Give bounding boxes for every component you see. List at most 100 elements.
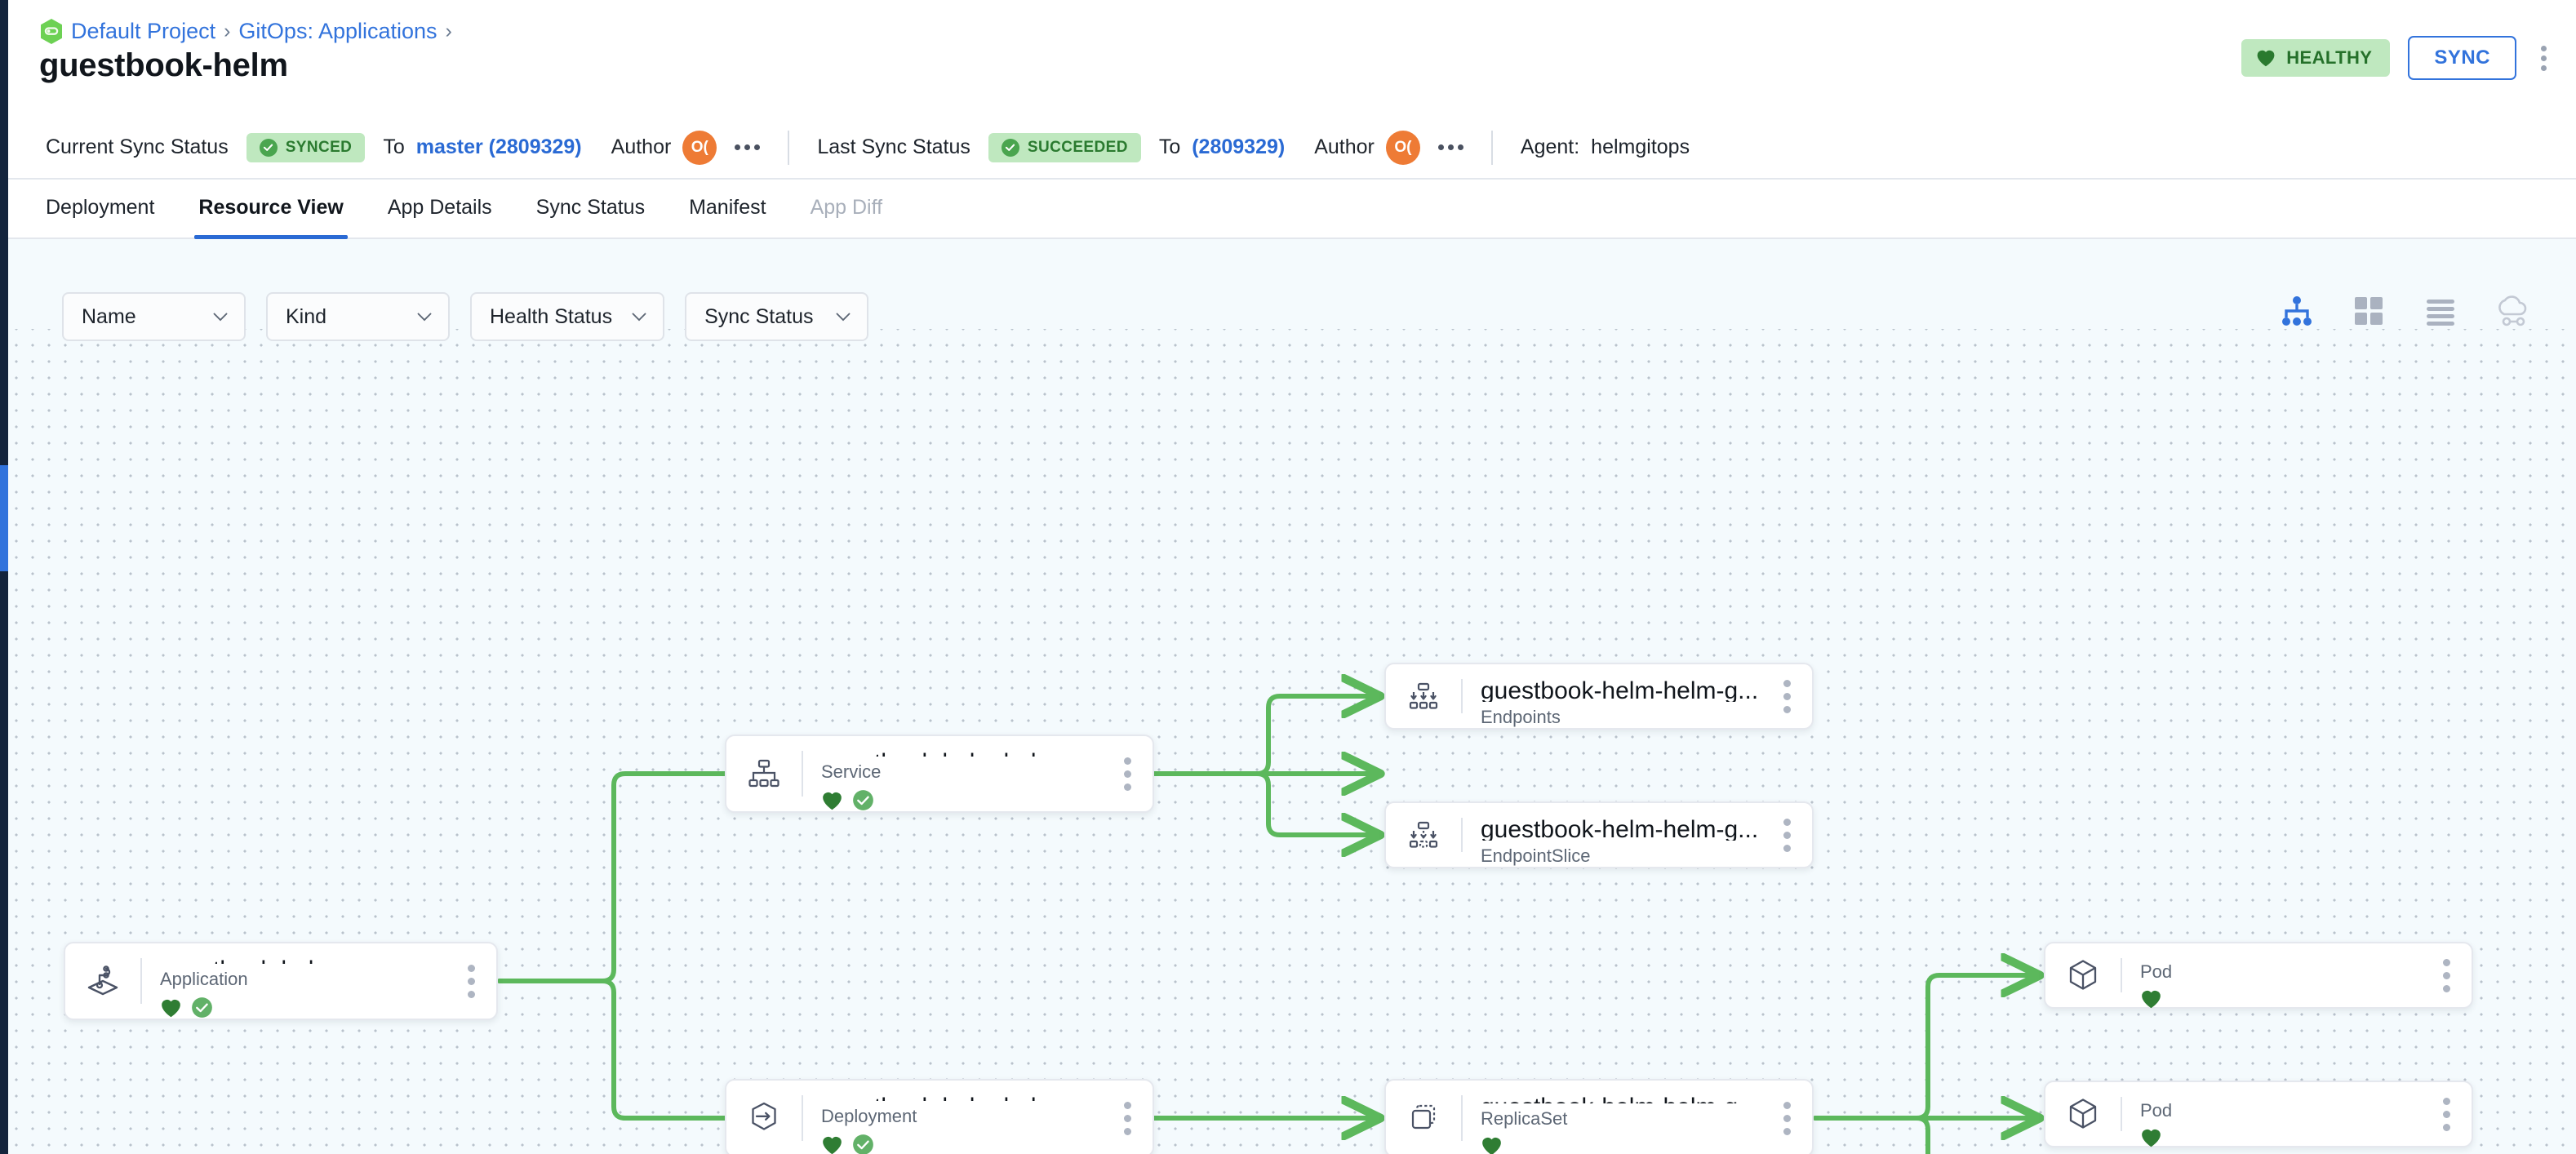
- edge-replicaset-to-pod-1: [1813, 975, 2037, 1121]
- last-sync-overflow-icon[interactable]: [1437, 144, 1463, 150]
- node-kind: Endpoints: [1481, 707, 1561, 727]
- breadcrumb-item-applications[interactable]: GitOps: Applications: [238, 19, 437, 43]
- left-nav-active-indicator: [0, 465, 8, 571]
- tab-app-diff: App Diff: [810, 196, 883, 219]
- health-heart-icon: [1482, 1137, 1501, 1154]
- graph-node-service[interactable]: guestbook-helm-helm-g... Service: [725, 735, 1154, 813]
- current-sync-overflow-icon[interactable]: [735, 144, 761, 150]
- replicaset-icon: [1386, 1081, 1461, 1154]
- list-view-icon[interactable]: [2424, 295, 2457, 327]
- graph-node-pod-1[interactable]: guestbook-helm-helm-g... Pod: [2044, 942, 2473, 1009]
- node-kind: Deployment: [821, 1106, 917, 1126]
- node-kind: ReplicaSet: [1481, 1108, 1568, 1129]
- last-sync-target-link[interactable]: (2809329): [1192, 135, 1286, 158]
- node-kind: EndpointSlice: [1481, 846, 1591, 866]
- node-status-badges: [2140, 989, 2421, 1009]
- node-divider: [1461, 1095, 1463, 1141]
- node-overflow-menu-icon[interactable]: [2421, 943, 2472, 1007]
- pod-icon: [2045, 943, 2121, 1007]
- node-kind: Pod: [2140, 961, 2173, 982]
- current-sync-author-avatar[interactable]: O(: [682, 130, 717, 165]
- tab-sync-status[interactable]: Sync Status: [535, 196, 646, 219]
- node-overflow-menu-icon[interactable]: [1761, 1081, 1812, 1154]
- node-divider: [802, 751, 803, 797]
- node-content: guestbook-helm-helm-g... Pod: [2122, 1082, 2421, 1147]
- graph-node-endpointslice[interactable]: guestbook-helm-helm-g... EndpointSlice: [1384, 801, 1814, 868]
- last-sync-to-label: To: [1158, 135, 1181, 158]
- node-status-badges: [1481, 1136, 1761, 1154]
- synced-check-icon: [853, 790, 873, 810]
- tab-deployment[interactable]: Deployment: [46, 196, 155, 219]
- current-sync-status-value: SYNCED: [285, 138, 353, 156]
- node-overflow-menu-icon[interactable]: [2421, 1082, 2472, 1146]
- node-divider: [1461, 679, 1463, 713]
- resource-graph-canvas[interactable]: Name Kind Health Status Sync Status: [8, 239, 2576, 1154]
- node-content: guestbook-helm-helm-g... Deployment: [803, 1081, 1102, 1154]
- synced-check-icon: [853, 1134, 873, 1154]
- endpoints-icon: [1386, 664, 1461, 728]
- filter-health-status-label: Health Status: [490, 304, 613, 328]
- node-content: guestbook-helm-helm-g... ReplicaSet: [1463, 1081, 1761, 1154]
- view-mode-switcher: [2281, 295, 2529, 327]
- tab-manifest[interactable]: Manifest: [689, 196, 766, 219]
- last-sync-status-label: Last Sync Status: [817, 135, 970, 158]
- breadcrumb: Default Project › GitOps: Applications ›: [39, 18, 453, 45]
- service-icon: [726, 736, 802, 811]
- node-status-badges: [821, 1134, 1102, 1154]
- filter-name[interactable]: Name: [62, 292, 246, 341]
- tab-resource-view[interactable]: Resource View: [176, 196, 365, 239]
- node-overflow-menu-icon[interactable]: [1102, 1081, 1153, 1154]
- health-heart-icon: [2142, 1129, 2161, 1147]
- filter-kind[interactable]: Kind: [266, 292, 450, 341]
- filter-sync-status-label: Sync Status: [704, 304, 814, 328]
- page-header: Default Project › GitOps: Applications ›…: [8, 0, 2576, 117]
- node-status-badges: [160, 996, 446, 1019]
- node-content: guestbook-helm-helm-g... Endpoints: [1463, 664, 1761, 728]
- breadcrumb-separator: ›: [224, 20, 231, 42]
- node-name: guestbook-helm-helm-g...: [1481, 677, 1759, 702]
- node-kind: Application: [160, 969, 248, 989]
- current-sync-target-link[interactable]: master (2809329): [415, 135, 582, 158]
- breadcrumb-item-project[interactable]: Default Project: [71, 19, 216, 43]
- node-status-badges: [2140, 1128, 2421, 1147]
- graph-node-pod-2[interactable]: guestbook-helm-helm-g... Pod: [2044, 1081, 2473, 1147]
- status-divider-2: [1490, 130, 1493, 165]
- graph-edges: [497, 239, 2576, 1154]
- node-divider: [802, 1095, 803, 1141]
- pod-icon: [2045, 1082, 2121, 1146]
- last-sync-author-avatar[interactable]: O(: [1385, 130, 1420, 165]
- breadcrumb-separator-trailing: ›: [445, 20, 452, 42]
- grid-view-icon[interactable]: [2352, 295, 2385, 327]
- heart-icon: [2257, 50, 2275, 67]
- node-overflow-menu-icon[interactable]: [446, 943, 496, 1019]
- last-sync-author-label: Author: [1314, 135, 1375, 158]
- node-overflow-menu-icon[interactable]: [1761, 803, 1812, 867]
- header-actions: HEALTHY SYNC: [2241, 36, 2553, 80]
- node-overflow-menu-icon[interactable]: [1102, 736, 1153, 811]
- graph-node-endpoints[interactable]: guestbook-helm-helm-g... Endpoints: [1384, 663, 1814, 730]
- tree-view-icon[interactable]: [2281, 295, 2313, 327]
- node-overflow-menu-icon[interactable]: [1761, 664, 1812, 728]
- sync-status-bar: Current Sync Status SYNCED To master (28…: [8, 117, 2576, 180]
- left-nav-rail: [0, 0, 8, 1154]
- node-content: guestbook-helm-helm-g... Pod: [2122, 943, 2421, 1009]
- chevron-down-icon: [836, 313, 851, 321]
- network-view-icon[interactable]: [2496, 295, 2529, 327]
- tab-app-details[interactable]: App Details: [387, 196, 492, 219]
- filter-sync-status[interactable]: Sync Status: [685, 292, 869, 341]
- edge-service-to-endpoints: [1153, 696, 1378, 776]
- check-circle-icon: [259, 138, 278, 157]
- graph-node-deployment[interactable]: guestbook-helm-helm-g... Deployment: [725, 1079, 1154, 1154]
- sync-button[interactable]: SYNC: [2408, 36, 2516, 80]
- header-overflow-menu-icon[interactable]: [2534, 41, 2553, 76]
- last-sync-status-badge: SUCCEEDED: [988, 132, 1141, 162]
- graph-node-application[interactable]: guestbook-helm Application: [64, 942, 498, 1020]
- filter-name-label: Name: [82, 304, 136, 328]
- node-kind: Service: [821, 761, 882, 782]
- graph-node-replicaset[interactable]: guestbook-helm-helm-g... ReplicaSet: [1384, 1079, 1814, 1154]
- node-name: guestbook-helm-helm-g...: [821, 1094, 1102, 1101]
- filter-bar: Name Kind Health Status Sync Status: [62, 292, 869, 341]
- health-heart-icon: [823, 1136, 842, 1154]
- filter-health-status[interactable]: Health Status: [470, 292, 665, 341]
- node-divider: [2121, 1097, 2122, 1131]
